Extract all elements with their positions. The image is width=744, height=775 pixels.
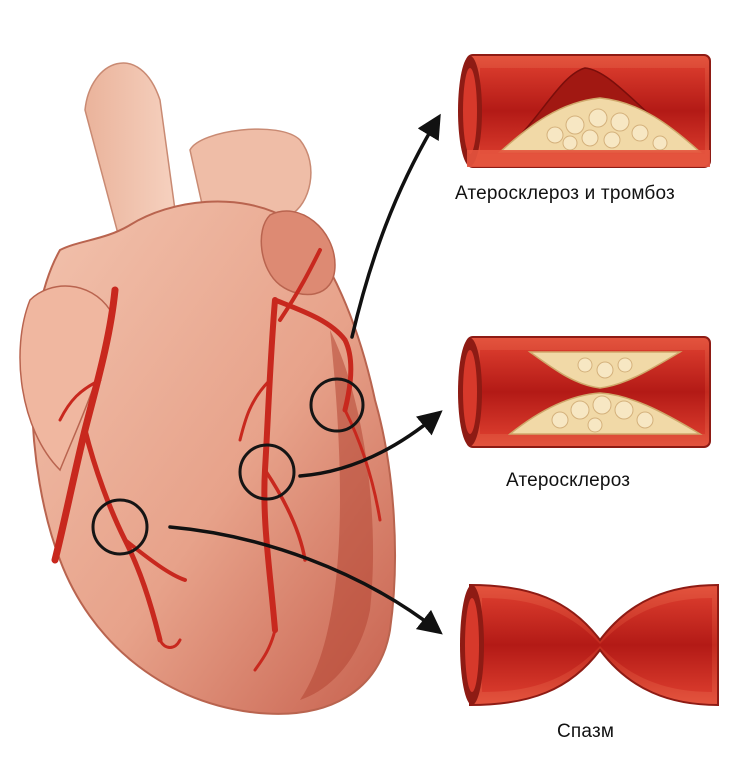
arrow-to-thrombosis xyxy=(352,120,437,337)
caption-spasm: Спазм xyxy=(557,721,614,743)
vessel-spasm-icon xyxy=(460,585,718,705)
vessel-atherosclerosis-icon xyxy=(458,337,710,447)
caption-thrombosis: Атеросклероз и тромбоз xyxy=(455,183,675,205)
heart-illustration xyxy=(20,63,395,714)
caption-atherosclerosis: Атеросклероз xyxy=(506,470,630,492)
vessel-thrombosis-icon xyxy=(458,55,710,167)
